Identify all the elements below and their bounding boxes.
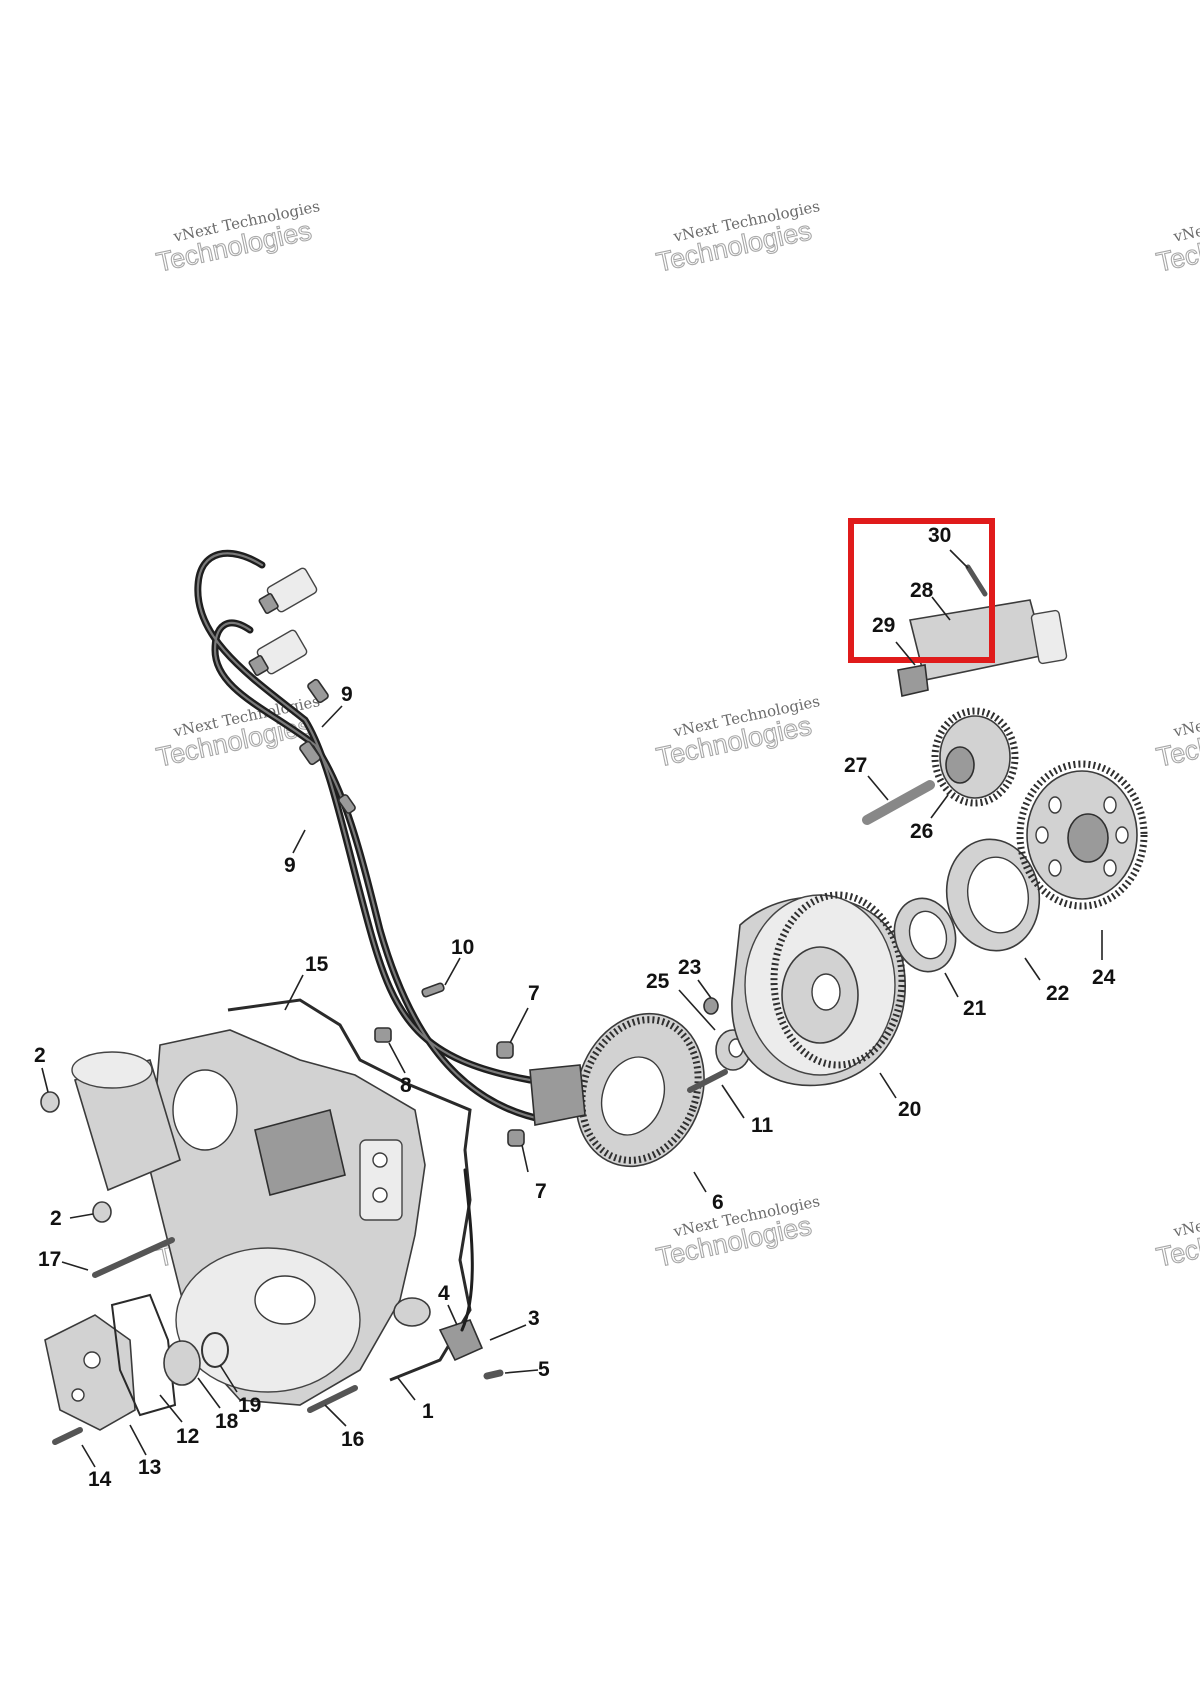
callout-6: 6 <box>712 1191 724 1214</box>
callout-17: 17 <box>38 1248 61 1271</box>
pump-rotor <box>163 1340 201 1386</box>
starter-motor <box>897 599 1068 697</box>
clamp-7b <box>507 1129 525 1147</box>
callout-labels: 1 2 2 3 4 5 6 7 7 8 9 9 10 11 12 13 14 1… <box>34 524 1116 1491</box>
callout-2: 2 <box>34 1044 46 1067</box>
watermark-tile: Technologies vNext Technologies <box>653 692 821 773</box>
watermark-tile: Technologies vNext Technologies <box>1153 197 1200 278</box>
callout-21: 21 <box>963 997 987 1020</box>
svg-text:vNext Technologies: vNext Technologies <box>1171 197 1200 246</box>
highlight-box <box>848 518 995 663</box>
callout-10: 10 <box>451 936 474 959</box>
bolt-14 <box>52 1427 83 1445</box>
plug-2a <box>40 1091 60 1113</box>
magneto-cover <box>149 1029 431 1406</box>
callout-16: 16 <box>341 1428 364 1451</box>
bearing-ring <box>945 838 1041 952</box>
wire-clip <box>338 794 356 814</box>
clamp-7a <box>496 1041 514 1059</box>
callout-1: 1 <box>422 1400 434 1423</box>
callout-4: 4 <box>438 1282 450 1305</box>
oil-pump-cover <box>44 1314 136 1431</box>
callout-24: 24 <box>1092 966 1116 989</box>
callout-2: 2 <box>50 1207 62 1230</box>
clamp-8 <box>374 1027 392 1043</box>
bolt-5 <box>483 1369 504 1380</box>
callout-28: 28 <box>910 579 934 602</box>
callout-7: 7 <box>528 982 540 1005</box>
breather-tube <box>71 1051 181 1192</box>
callout-12: 12 <box>176 1425 199 1448</box>
watermark-tile: Technologies vNext Technologies <box>653 1192 821 1273</box>
callout-15: 15 <box>305 953 329 976</box>
position-sensor <box>438 1168 484 1362</box>
callout-13: 13 <box>138 1456 161 1479</box>
connector-lower <box>248 629 308 676</box>
stator <box>529 1012 705 1168</box>
plug-2b <box>92 1201 112 1223</box>
callout-3: 3 <box>528 1307 540 1330</box>
callout-8: 8 <box>400 1074 412 1097</box>
callout-14: 14 <box>88 1468 112 1491</box>
starter-bolt-30 <box>965 564 988 597</box>
watermark-tile: Technologies vNext Technologies <box>153 197 321 278</box>
wire-clip <box>299 740 321 766</box>
callout-5: 5 <box>538 1358 550 1381</box>
callout-7: 7 <box>535 1180 547 1203</box>
washer-21 <box>893 897 957 973</box>
callout-30: 30 <box>928 524 951 547</box>
bolt-17 <box>92 1237 175 1278</box>
callout-11: 11 <box>751 1114 774 1137</box>
pump-gasket <box>110 1293 177 1417</box>
leader-lines <box>41 549 1103 1468</box>
callout-26: 26 <box>910 820 933 843</box>
callout-22: 22 <box>1046 982 1069 1005</box>
wire-clip <box>307 678 329 704</box>
callout-20: 20 <box>898 1098 921 1121</box>
callout-18: 18 <box>215 1410 239 1433</box>
watermark-tile: Technologies vNext Technologies <box>1153 692 1200 773</box>
screw-23 <box>703 997 719 1015</box>
callout-23: 23 <box>678 956 701 979</box>
starter-drive-gear <box>931 707 1019 807</box>
watermark-tile: Technologies vNext Technologies <box>1153 1192 1200 1273</box>
connector-upper <box>258 567 318 614</box>
svg-text:vNext Technologies: vNext Technologies <box>1171 1192 1200 1241</box>
watermark-tile: Technologies vNext Technologies <box>653 197 821 278</box>
callout-25: 25 <box>646 970 670 993</box>
callout-9: 9 <box>284 854 296 877</box>
o-ring <box>201 1332 229 1368</box>
clamp-10 <box>421 982 445 998</box>
drive-shaft <box>862 780 935 825</box>
svg-text:vNext Technologies: vNext Technologies <box>1171 692 1200 741</box>
bolt-11 <box>687 1069 728 1093</box>
callout-27: 27 <box>844 754 867 777</box>
callout-29: 29 <box>872 614 895 637</box>
flywheel <box>731 891 906 1087</box>
ring-gear <box>1016 760 1148 910</box>
callout-9: 9 <box>341 683 353 706</box>
callout-19: 19 <box>238 1394 261 1417</box>
wiring-harness <box>194 549 549 1124</box>
bolt-16 <box>307 1385 358 1413</box>
